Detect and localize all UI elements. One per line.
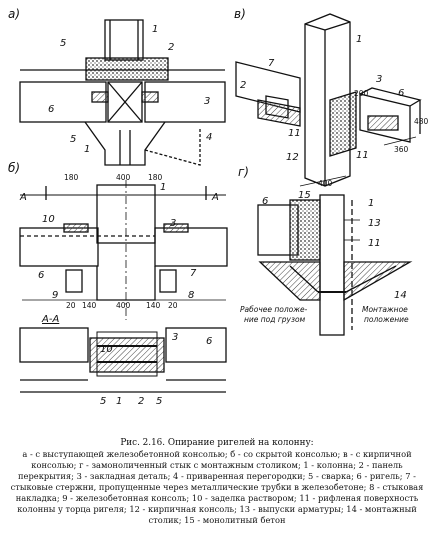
callout-v-6: 6 [398, 88, 404, 99]
section-girder-left [19, 327, 89, 363]
callout-g-13: 13 [368, 218, 381, 229]
dim-480: 480 [414, 117, 429, 126]
callout-v-12: 12 [286, 152, 299, 163]
callout-g-1: 1 [368, 198, 374, 209]
callout-4: 4 [206, 132, 212, 143]
panel-v-label: в) [234, 7, 246, 21]
dim-360: 360 [394, 145, 409, 154]
callout-v-7: 7 [268, 58, 275, 69]
figure-drawings: а) в) б) г) А А А-А 1 2 3 4 5 5 6 1 1 10… [8, 7, 429, 407]
callout-1: 1 [152, 24, 158, 35]
dim-400-top: 400 [116, 173, 131, 182]
callout-g-15: 15 [298, 190, 311, 201]
callout-2: 2 [168, 42, 174, 53]
callout-s-5b: 5 [156, 396, 162, 407]
panel-a-drawing [19, 19, 226, 166]
note-mount-position-1: Монтажное [362, 305, 408, 314]
dim-180-left: 180 [64, 173, 79, 182]
figure-caption: Рис. 2.16. Опирание ригелей на колонну: … [6, 438, 428, 550]
panel-g-drawing [257, 194, 413, 336]
dim-400-v: 400 [318, 179, 333, 188]
position-notes: Рабочее положе- ние под грузом Монтажное… [240, 305, 409, 324]
panel-v-column [304, 13, 351, 187]
dimension-labels: 180 400 180 20 140 400 140 20 200 360 48… [64, 89, 429, 310]
panel-g-table-work [258, 261, 321, 301]
panel-b-drawing [19, 180, 228, 393]
callout-3: 3 [204, 96, 210, 107]
callout-s-6: 6 [206, 336, 212, 347]
panel-a-slab-joint [85, 57, 169, 81]
callout-s-2: 2 [138, 396, 144, 407]
section-column [89, 337, 165, 373]
panel-v-brick-console [329, 91, 357, 157]
panel-labels: а) в) б) г) А А А-А [8, 7, 249, 325]
section-arrow-left: А [19, 192, 27, 203]
technical-drawing: а) в) б) г) А А А-А 1 2 3 4 5 5 6 1 1 10… [8, 7, 429, 407]
callout-9: 9 [52, 290, 58, 301]
callout-numbers: 1 2 3 4 5 5 6 1 1 10 3 6 7 9 8 10 3 6 5 … [38, 24, 407, 407]
callout-b-1: 1 [160, 182, 166, 193]
callout-5b: 5 [70, 134, 76, 145]
callout-s-3: 3 [172, 332, 178, 343]
callout-1b: 1 [84, 144, 90, 155]
callout-v-2: 2 [240, 80, 246, 91]
callout-10: 10 [42, 214, 55, 225]
dim-140-right: 140 [146, 301, 161, 310]
section-arrow-right: А [211, 192, 219, 203]
panel-g-column [319, 194, 345, 336]
callout-g-14: 14 [394, 290, 407, 301]
callout-v-1: 1 [356, 34, 362, 45]
callout-b-3: 3 [170, 218, 176, 229]
panel-v-girder-right [359, 93, 411, 143]
note-mount-position-2: положение [364, 315, 409, 324]
panel-g-label: г) [238, 165, 249, 179]
panel-b-girder-right [154, 227, 228, 267]
panel-g-table-mount [343, 261, 413, 302]
panel-a-label: а) [8, 7, 20, 21]
panel-v-drawing [235, 13, 422, 187]
callout-8: 8 [188, 290, 194, 301]
callout-b-7: 7 [190, 268, 197, 279]
dim-200: 200 [354, 89, 369, 98]
panel-a-console [84, 121, 166, 166]
dim-400-bottom: 400 [116, 301, 131, 310]
callout-5: 5 [60, 38, 66, 49]
note-work-position-1: Рабочее положе- [240, 305, 308, 314]
panel-g-monolithic-concrete [289, 199, 321, 261]
caption-title: Рис. 2.16. Опирание ригелей на колонну: [120, 438, 314, 448]
caption-body: а - с выступающей железобетонной консоль… [10, 449, 424, 525]
section-label: А-А [41, 314, 59, 325]
section-girder-right [165, 327, 227, 363]
callout-v-11: 11 [288, 128, 301, 139]
dim-20-right: 20 [168, 301, 178, 310]
callout-v-11b: 11 [356, 150, 369, 161]
dim-140-left: 140 [82, 301, 97, 310]
dim-180-right: 180 [148, 173, 163, 182]
panel-a-column-top [104, 19, 144, 61]
callout-g-11: 11 [368, 238, 381, 249]
callout-s-1: 1 [116, 396, 122, 407]
callout-b-6: 6 [38, 270, 44, 281]
note-work-position-2: ние под грузом [244, 315, 306, 324]
dim-20-left: 20 [66, 301, 76, 310]
callout-s-10: 10 [100, 344, 113, 355]
panel-b-label: б) [8, 161, 20, 175]
panel-b-girder-left [19, 227, 99, 267]
callout-s-5: 5 [100, 396, 106, 407]
callout-g-6: 6 [262, 196, 268, 207]
callout-v-3: 3 [376, 74, 382, 85]
callout-6: 6 [48, 104, 54, 115]
